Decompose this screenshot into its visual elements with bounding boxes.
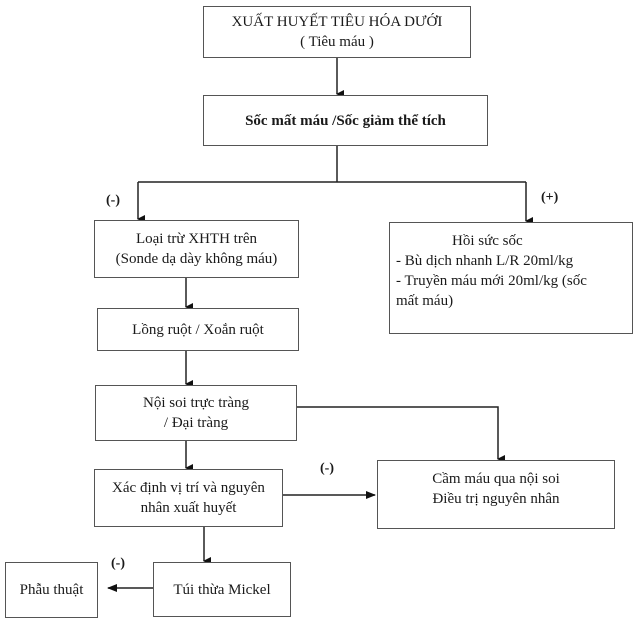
node-shock-resuscitation: Hồi sức sốc - Bù dịch nhanh L/R 20ml/kg … <box>389 222 633 334</box>
node-hemostasis-line2: Điều trị nguyên nhân <box>432 490 560 507</box>
node-title-line1: XUẤT HUYẾT TIÊU HÓA DƯỚI <box>231 14 443 30</box>
node-resus-line4: mất máu) <box>396 293 454 309</box>
node-exclude-upper-gi: Loại trừ XHTH trên (Sonde dạ dày không m… <box>94 220 299 278</box>
label-meckel-to-surgery: (-) <box>111 556 125 571</box>
node-shock-text: Sốc mất máu /Sốc giảm thể tích <box>245 112 446 129</box>
node-hemostasis: Cầm máu qua nội soi Điều trị nguyên nhân <box>377 460 615 529</box>
label-negative-branch: (-) <box>106 193 120 208</box>
node-surgery-text: Phẫu thuật <box>19 582 84 598</box>
node-hemostasis-line1: Cầm máu qua nội soi <box>432 470 560 487</box>
edge-endoscopy-to-hemostasis <box>296 406 505 463</box>
node-lower-gi-bleeding: XUẤT HUYẾT TIÊU HÓA DƯỚI ( Tiêu máu ) <box>203 6 471 58</box>
node-meckel-text: Túi thừa Mickel <box>173 581 271 598</box>
node-endoscopy: Nội soi trực tràng / Đại tràng <box>95 385 297 441</box>
node-resus-line2: - Bù dịch nhanh L/R 20ml/kg <box>396 253 574 269</box>
node-intussusception-text: Lồng ruột / Xoắn ruột <box>132 321 264 338</box>
node-title-line2: ( Tiêu máu ) <box>300 34 374 50</box>
label-positive-branch: (+) <box>541 190 559 205</box>
node-resus-title: Hồi sức sốc <box>452 233 523 249</box>
node-surgery: Phẫu thuật <box>5 562 98 618</box>
node-exclude-line2: (Sonde dạ dày không máu) <box>115 251 278 267</box>
node-endoscopy-line1: Nội soi trực tràng <box>142 395 250 411</box>
node-endoscopy-line2: / Đại tràng <box>163 415 229 431</box>
node-meckel: Túi thừa Mickel <box>153 562 291 617</box>
node-intussusception: Lồng ruột / Xoắn ruột <box>97 308 299 351</box>
node-locate-line2: nhân xuất huyết <box>140 500 237 516</box>
node-exclude-line1: Loại trừ XHTH trên <box>135 231 257 247</box>
node-locate-line1: Xác định vị trí và nguyên <box>112 480 265 496</box>
node-locate-cause: Xác định vị trí và nguyên nhân xuất huyế… <box>94 469 283 527</box>
node-resus-line3: - Truyền máu mới 20ml/kg (sốc <box>396 273 587 289</box>
label-locate-to-hemostasis: (-) <box>320 461 334 476</box>
node-shock: Sốc mất máu /Sốc giảm thể tích <box>203 95 488 146</box>
